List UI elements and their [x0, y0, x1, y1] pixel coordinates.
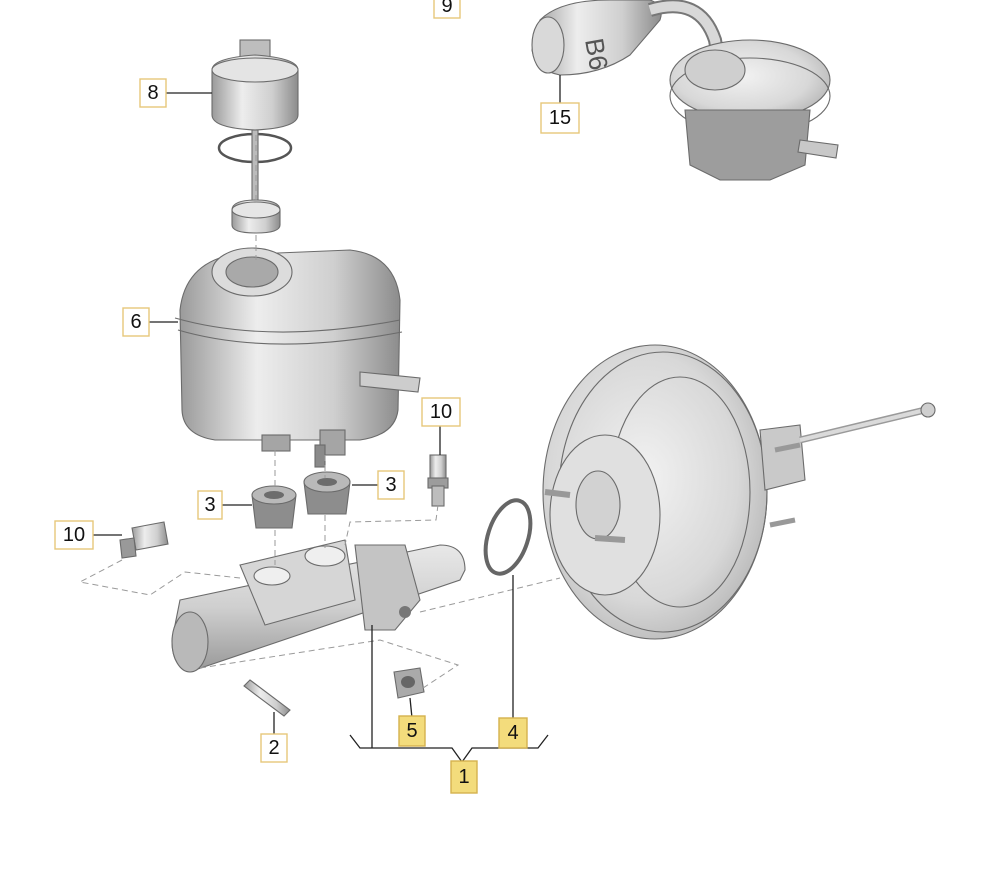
callout-10-left[interactable]: 10 — [54, 520, 94, 550]
seal-ring-part-4 — [483, 498, 533, 576]
svg-text:3: 3 — [204, 494, 215, 516]
assembly-guide-lines — [78, 135, 561, 691]
svg-text:6: 6 — [130, 311, 141, 333]
svg-text:10: 10 — [63, 524, 85, 546]
svg-text:1: 1 — [458, 766, 469, 788]
svg-text:9: 9 — [441, 0, 452, 17]
callout-1[interactable]: 1 — [450, 760, 478, 794]
callout-2[interactable]: 2 — [260, 733, 288, 763]
svg-text:15: 15 — [549, 107, 571, 129]
svg-text:3: 3 — [385, 474, 396, 496]
callout-10-right[interactable]: 10 — [421, 397, 461, 427]
brake-light-switch-right-part-10 — [427, 454, 449, 507]
svg-text:B6: B6 — [579, 36, 614, 73]
pin-part-2 — [243, 679, 291, 717]
vacuum-pump-part-15: B6 — [531, 0, 839, 181]
callout-9[interactable]: 9 — [433, 0, 461, 19]
svg-text:4: 4 — [507, 722, 518, 744]
callout-5[interactable]: 5 — [398, 715, 426, 747]
svg-text:5: 5 — [406, 720, 417, 742]
callout-8[interactable]: 8 — [139, 78, 167, 108]
nut-part-5 — [393, 667, 425, 699]
grommet-right-part-3 — [303, 471, 351, 515]
callout-3-left[interactable]: 3 — [197, 490, 223, 520]
reservoir-cap-part-8 — [211, 39, 299, 234]
svg-text:8: 8 — [147, 82, 158, 104]
callout-15[interactable]: 15 — [540, 102, 580, 134]
svg-text:2: 2 — [268, 737, 279, 759]
brake-booster — [542, 344, 936, 640]
svg-text:10: 10 — [430, 401, 452, 423]
callout-3-right[interactable]: 3 — [377, 470, 405, 500]
callout-4[interactable]: 4 — [498, 717, 528, 749]
grommet-left-part-3 — [251, 485, 297, 529]
brake-master-cylinder-part-1 — [171, 539, 466, 673]
callout-6[interactable]: 6 — [122, 307, 150, 337]
brake-fluid-reservoir-part-6 — [174, 247, 421, 468]
brake-light-switch-left-part-10 — [119, 521, 169, 559]
